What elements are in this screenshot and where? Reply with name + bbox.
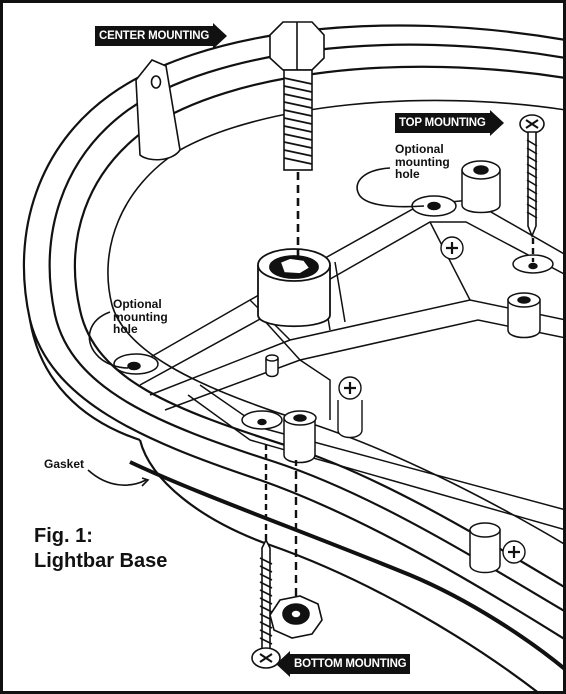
optional-hole-left-callout: Optional mounting hole <box>113 298 168 336</box>
bottom-screw <box>251 440 281 669</box>
optional-hole-left-line1: Optional <box>113 297 162 311</box>
top-mounting-callout: TOP MOUNTING <box>395 110 504 136</box>
center-bolt <box>269 21 325 262</box>
optional-hole-upper-line3: hole <box>395 167 420 182</box>
bottom-mounting-label: BOTTOM MOUNTING <box>290 654 411 674</box>
optional-hole-upper-line1: Optional <box>395 142 444 156</box>
inner-floor <box>107 99 566 546</box>
arrow-right-icon <box>489 110 504 136</box>
bottom-nut <box>269 460 323 639</box>
gasket-callout: Gasket <box>44 457 85 471</box>
gasket-strip <box>129 460 566 672</box>
arrow-right-icon <box>213 23 228 49</box>
center-mounting-label: CENTER MOUNTING <box>95 26 214 46</box>
bottom-mounting-callout: BOTTOM MOUNTING <box>276 651 411 677</box>
left-standoff <box>265 354 279 378</box>
optional-hole-upper-line2: mounting <box>395 154 450 169</box>
optional-hole-left-line3: hole <box>113 322 138 337</box>
arrow-left-icon <box>276 651 290 677</box>
rim-tab <box>135 59 181 161</box>
figure-number: Fig. 1: <box>34 525 93 547</box>
center-mounting-callout: CENTER MOUNTING <box>95 23 228 49</box>
optional-hole-upper-callout: Optional mounting hole <box>395 143 450 181</box>
figure-caption: Fig. 1: Lightbar Base <box>34 524 167 574</box>
phillips-screws <box>337 236 526 564</box>
left-hole-boss <box>113 353 159 375</box>
posts <box>241 160 554 574</box>
optional-hole-left-line2: mounting <box>113 309 168 324</box>
top-screw <box>519 114 545 262</box>
figure-title: Lightbar Base <box>34 550 168 572</box>
center-socket <box>257 248 331 328</box>
top-mounting-label: TOP MOUNTING <box>395 113 490 133</box>
leader-lines <box>87 167 425 487</box>
rib-frame <box>127 199 566 531</box>
